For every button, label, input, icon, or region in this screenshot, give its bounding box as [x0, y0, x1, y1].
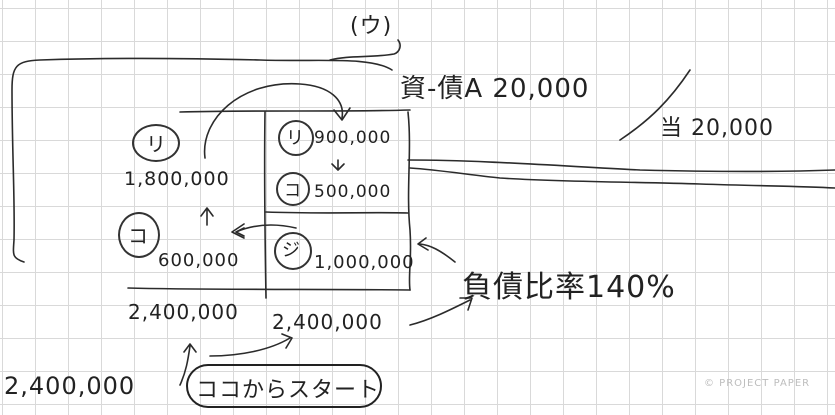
right-b-marker: コ: [284, 181, 302, 201]
left-b-marker: コ: [128, 224, 149, 248]
left-total: 2,400,000: [128, 300, 239, 324]
down-arrow: [331, 159, 345, 171]
left-double-arrow: [231, 223, 297, 239]
right-wave-1: [407, 159, 835, 173]
left-b-value: 600,000: [158, 250, 240, 271]
note-line-1: 資-債A 20,000: [400, 74, 590, 104]
right-c-marker: ジ: [282, 240, 301, 261]
right-a-marker: リ: [286, 128, 305, 149]
right-column-bracket: [407, 111, 412, 291]
diagonal-line: [619, 69, 691, 141]
right-wave-2: [409, 167, 835, 189]
right-separator-1: [265, 211, 409, 214]
start-up-arrow: [179, 343, 197, 386]
left-a-marker: リ: [146, 132, 167, 156]
curved-arrow-top: [203, 83, 344, 159]
top-right-mark: (ウ): [350, 14, 393, 39]
start-arrow: [209, 333, 293, 357]
curved-arrow-top-head: [333, 107, 351, 121]
left-b-circle: [118, 212, 160, 258]
right-total: 2,400,000: [272, 310, 383, 334]
left-a-value: 1,800,000: [124, 168, 230, 190]
total-to-ratio-arrow: [409, 297, 473, 326]
right-c-circle: [274, 232, 312, 270]
start-label: ココからスタート: [196, 378, 381, 403]
t-account-bottom-line: [127, 287, 411, 291]
note-line-2: 当 20,000: [660, 116, 774, 141]
ratio-arrow: [417, 237, 456, 263]
start-total: 2,400,000: [4, 372, 136, 400]
watermark: © PROJECT PAPER: [704, 378, 811, 389]
right-b-value: 500,000: [314, 182, 392, 202]
top-wave: [329, 39, 401, 61]
start-label-box: [186, 364, 382, 408]
debt-ratio-note: 負債比率140%: [462, 270, 676, 305]
right-b-circle: [276, 172, 310, 206]
up-arrow: [200, 207, 214, 226]
t-account-top-line: [179, 109, 411, 113]
bracket-outline: [11, 57, 393, 263]
right-c-value: 1,000,000: [314, 252, 415, 273]
right-a-value: 900,000: [314, 128, 392, 148]
left-a-circle: [132, 124, 180, 162]
t-account-divider: [263, 111, 267, 299]
right-a-circle: [278, 120, 314, 156]
